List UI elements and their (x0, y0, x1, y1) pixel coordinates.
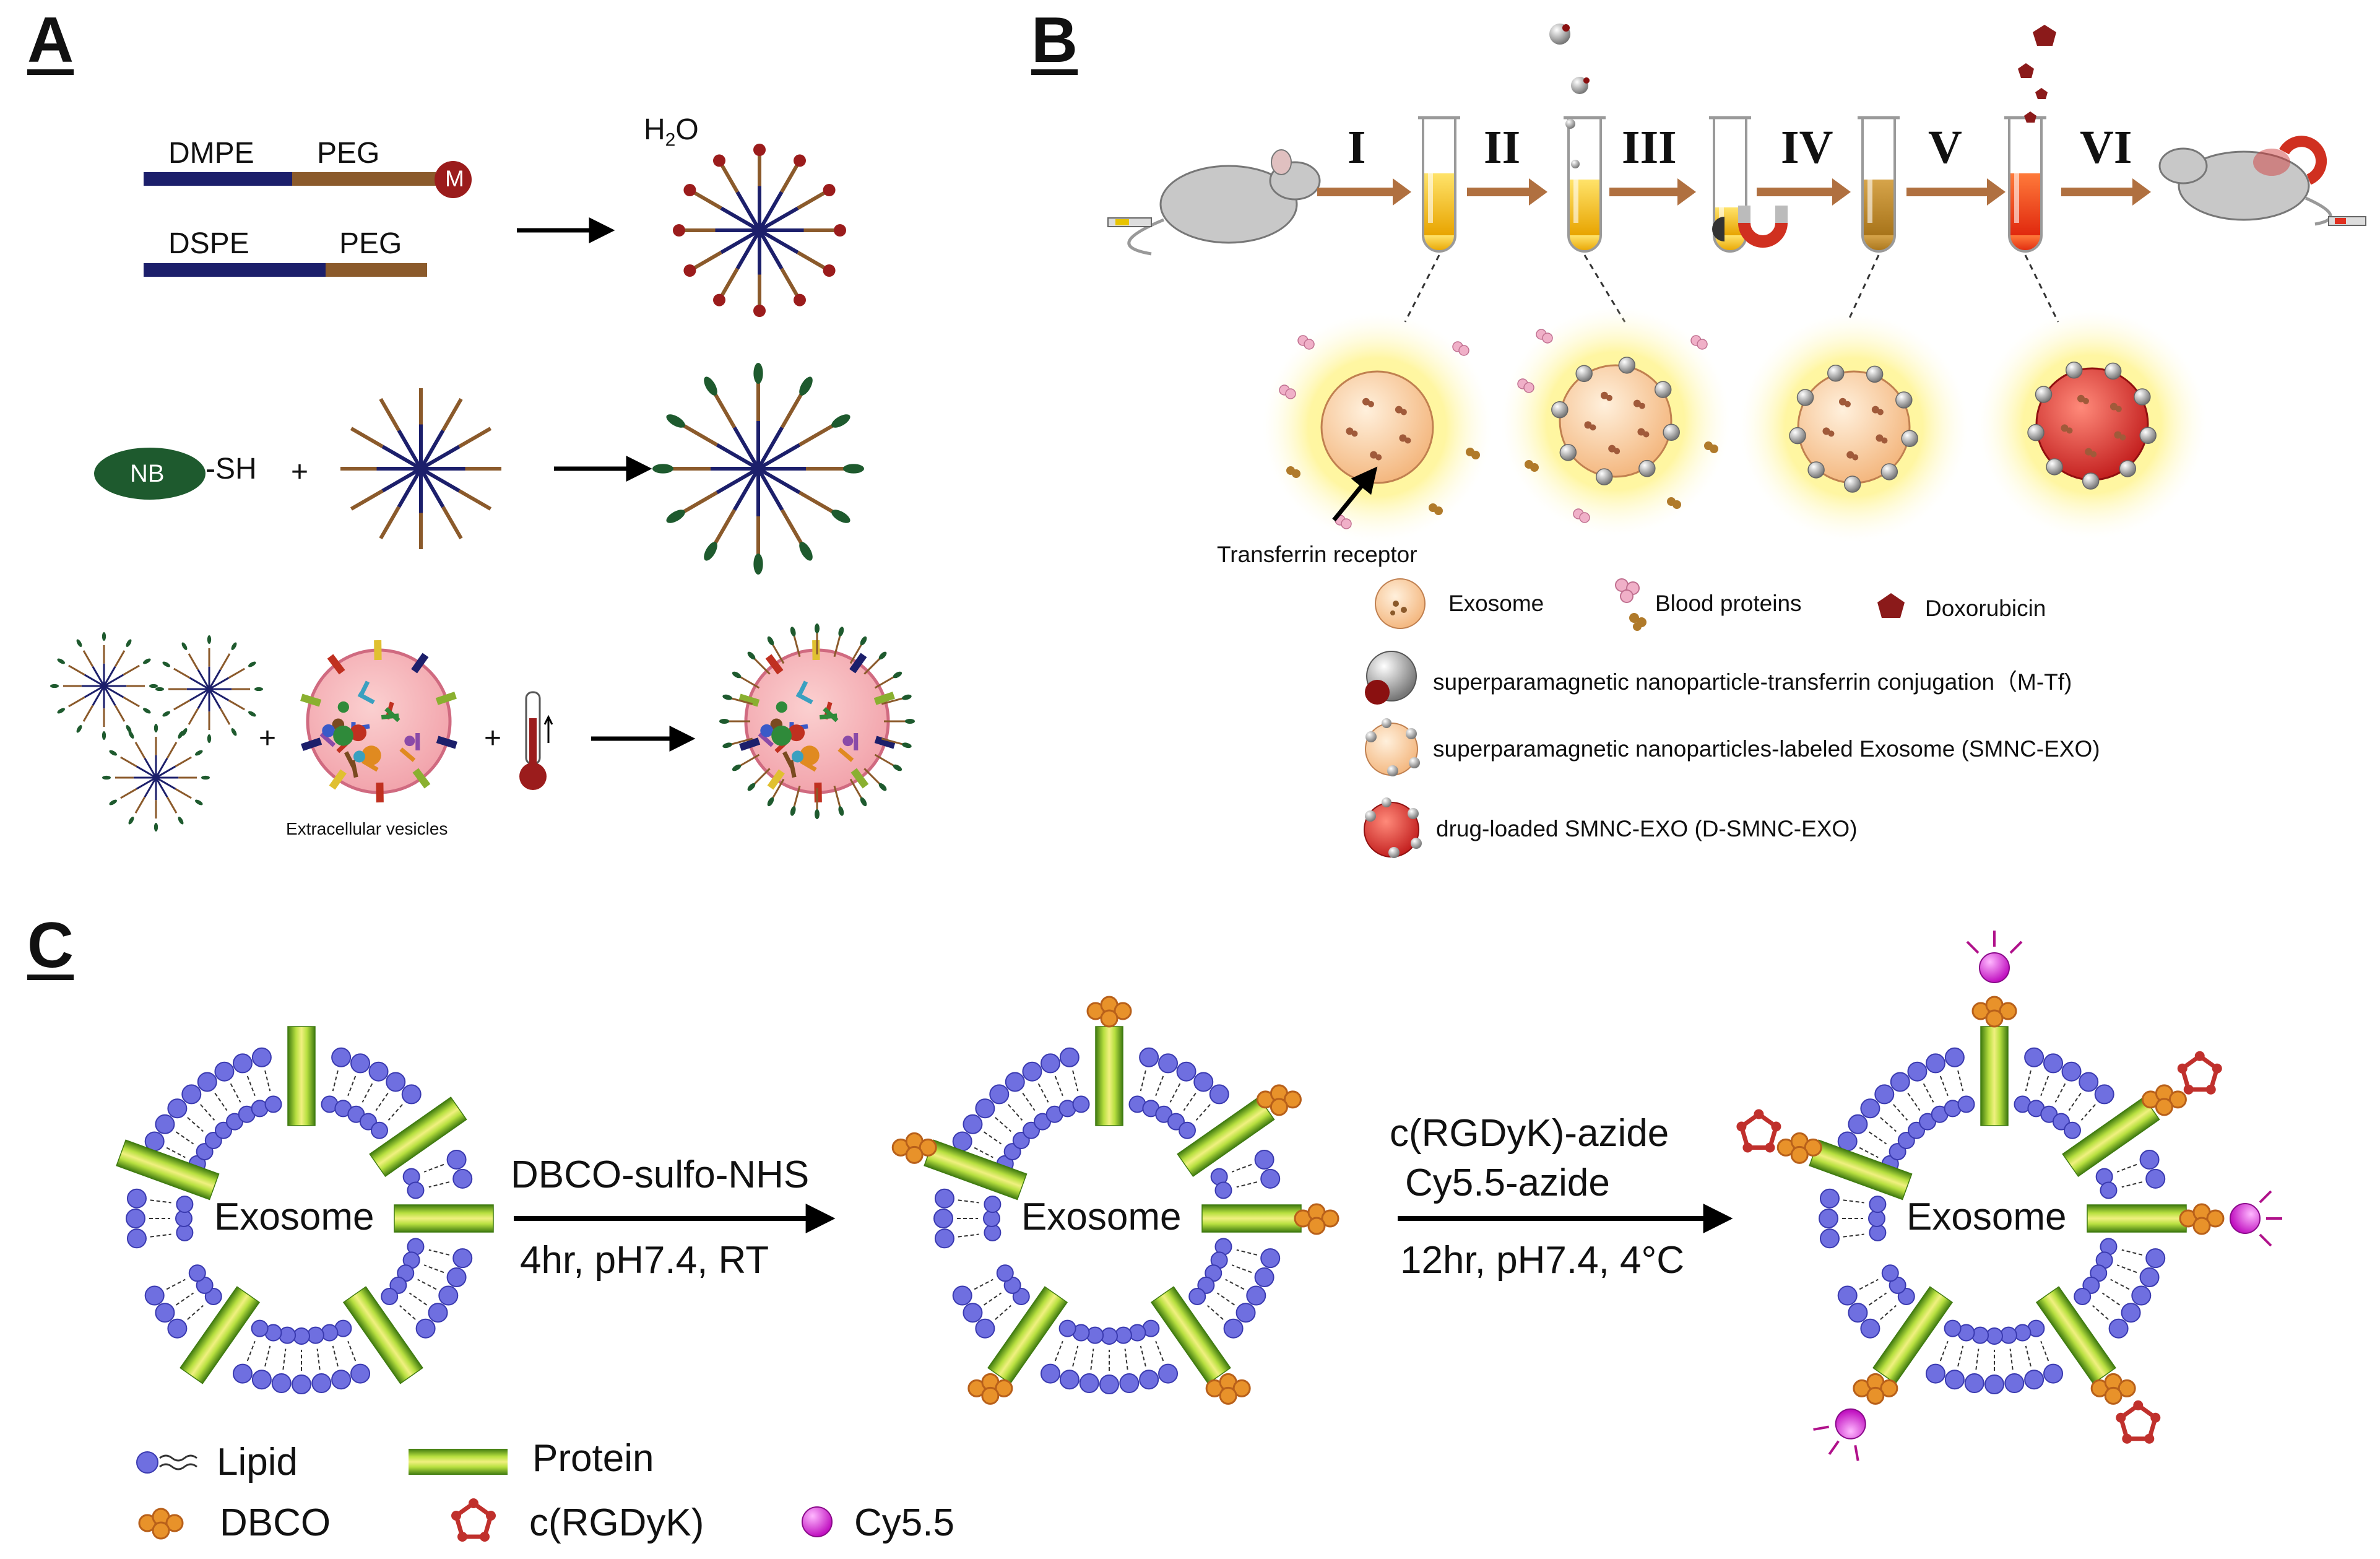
peg-label-2: PEG (339, 227, 402, 260)
step-vi: VI (2080, 121, 2132, 173)
small-micelles (50, 632, 263, 832)
legend-exosome-icon (1375, 578, 1426, 629)
falling-nanoparticles (1549, 24, 1590, 168)
legend-dsmnc-icon (1364, 797, 1422, 858)
dmpe-bar (144, 172, 292, 186)
panel-b-letter: B (1031, 4, 1078, 76)
legend-doxorubicin-label: Doxorubicin (1925, 596, 2046, 621)
exosome-stages (1263, 306, 2207, 542)
step1-conditions: 4hr, pH7.4, RT (520, 1239, 769, 1282)
mouse-left-icon (1107, 149, 1321, 256)
nanobody-label: NB (130, 460, 165, 487)
tubes (1418, 116, 2046, 253)
legend-mtf-icon (1365, 651, 1417, 705)
dmpe-label: DMPE (168, 137, 254, 170)
tube-leaders (1404, 254, 2059, 323)
panel-a-artwork (50, 144, 915, 832)
legend-lipid-icon (136, 1451, 197, 1474)
plus-sign-3: + (484, 722, 502, 755)
receptor-pointer (1332, 466, 1378, 522)
vesicle-native (116, 1026, 494, 1394)
step-ii: II (1484, 121, 1521, 173)
legend-dbco-label: DBCO (220, 1501, 331, 1544)
peg-label-1: PEG (317, 137, 380, 170)
thiol-label: -SH (206, 453, 257, 485)
step2-conditions: 12hr, pH7.4, 4°C (1400, 1239, 1685, 1282)
panel-b-artwork (1107, 24, 2366, 858)
extracellular-vesicle (306, 648, 452, 794)
plus-sign-1: + (291, 456, 309, 489)
peg-bar-1 (292, 172, 436, 186)
panel-c-letter: C (27, 910, 74, 981)
dspe-label: DSPE (168, 227, 249, 260)
metal-cap-label: M (445, 166, 464, 191)
legend-cy-icon (802, 1506, 833, 1537)
vesicle-labeled (1736, 929, 2283, 1472)
legend-blood-proteins-label: Blood proteins (1655, 591, 1802, 616)
legend-cy-label: Cy5.5 (854, 1501, 954, 1544)
step-i: I (1348, 121, 1366, 173)
peg-bar-2 (326, 263, 427, 277)
micelle-maroon-tips (673, 144, 846, 317)
ev-cargo (300, 640, 457, 803)
legend-blood-proteins-icon (1615, 578, 1647, 631)
legend-protein-icon (409, 1449, 508, 1475)
step-iv: IV (1781, 121, 1833, 173)
dspe-bar (144, 263, 326, 277)
step2-reagent-1: c(RGDyK)-azide (1390, 1112, 1669, 1155)
step2-reagent-2: Cy5.5-azide (1405, 1162, 1610, 1204)
vesicle-dbco (891, 996, 1339, 1405)
falling-doxorubicin (2018, 25, 2056, 123)
micelle-plain (340, 388, 501, 549)
legend-exosome-label: Exosome (1448, 591, 1544, 616)
ev-caption: Extracellular vesicles (286, 819, 448, 838)
nanobody-ellipse (94, 448, 206, 500)
step1-reagent: DBCO-sulfo-NHS (511, 1153, 810, 1196)
legend-lipid-label: Lipid (217, 1441, 298, 1483)
legend-smnc-label: superparamagnetic nanoparticles-labeled … (1433, 736, 2100, 762)
micelle-green-tips (652, 363, 864, 575)
step-v: V (1928, 121, 1962, 173)
legend-dsmnc-label: drug-loaded SMNC-EXO (D-SMNC-EXO) (1436, 816, 1858, 841)
metal-cap (435, 161, 472, 198)
plus-sign-2: + (259, 722, 277, 755)
panel-c-artwork (116, 929, 2283, 1542)
panel-a-letter: A (27, 4, 74, 76)
water-label: H2O (644, 113, 699, 150)
legend-rgd-icon (451, 1498, 496, 1542)
legend-protein-label: Protein (532, 1437, 654, 1480)
thermometer-icon (519, 691, 553, 790)
exosome-label-1: Exosome (214, 1196, 374, 1238)
exosome-label-2: Exosome (1021, 1196, 1182, 1238)
legend-doxorubicin-icon (1877, 593, 1905, 618)
receptor-label: Transferrin receptor (1217, 542, 1417, 567)
legend-smnc-icon (1365, 718, 1420, 776)
step-iii: III (1622, 121, 1677, 173)
mouse-right-icon (2158, 136, 2366, 226)
functionalized-vesicle-cargo (719, 623, 915, 819)
legend-rgd-label: c(RGDyK) (529, 1501, 704, 1544)
legend-mtf-label: superparamagnetic nanoparticle-transferr… (1433, 669, 2072, 695)
magnet-icon (1712, 206, 1788, 248)
legend-dbco-icon (138, 1508, 184, 1540)
exosome-label-3: Exosome (1906, 1196, 2067, 1238)
step-arrows (1317, 178, 2151, 206)
